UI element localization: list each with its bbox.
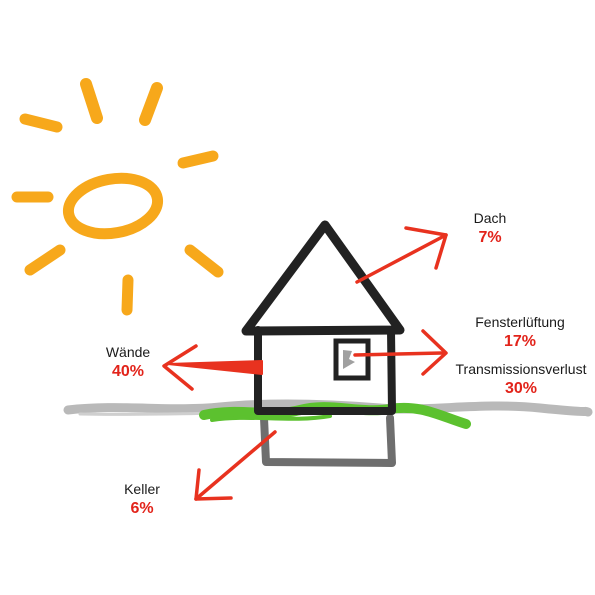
sun-ray (80, 78, 103, 124)
heat-loss-arrows (162, 226, 448, 501)
label-roof: Dach 7% (466, 210, 514, 247)
sun-core (62, 172, 164, 240)
label-roof-name: Dach (473, 210, 507, 226)
sun-icon (11, 78, 224, 316)
house-icon (241, 220, 405, 415)
sun-ray (177, 150, 219, 169)
label-transmission: Transmissionsverlust 30% (451, 361, 591, 398)
window-frame (333, 338, 371, 381)
label-transmission-name: Transmissionsverlust (455, 361, 587, 377)
house-roof (241, 220, 405, 336)
label-walls-name: Wände (105, 344, 151, 360)
house-walls (254, 326, 396, 415)
label-basement-name: Keller (124, 481, 160, 497)
sun-ray (19, 113, 63, 133)
basement-icon (260, 414, 396, 467)
label-window-name: Fensterlüftung (475, 314, 565, 330)
basement-walls (260, 414, 396, 467)
arrow-walls-head (162, 344, 198, 391)
sun-ray (139, 82, 163, 126)
sun-ray (184, 244, 224, 278)
window-pane (343, 350, 355, 369)
window-icon (333, 338, 371, 381)
label-window: Fensterlüftung 17% (470, 314, 570, 351)
label-window-percent: 17% (503, 333, 537, 351)
sun-ray (121, 274, 134, 316)
arrow-window-shaft (353, 351, 444, 357)
sun-ray (24, 244, 66, 276)
label-transmission-percent: 30% (504, 380, 538, 398)
label-roof-percent: 7% (478, 229, 502, 247)
label-walls-percent: 40% (111, 363, 145, 381)
label-walls: Wände 40% (98, 344, 158, 381)
arrow-basement-head (194, 468, 233, 501)
label-basement-percent: 6% (130, 500, 154, 518)
label-basement: Keller 6% (116, 481, 168, 518)
arrow-roof-shaft (355, 233, 448, 284)
arrow-roof-head (404, 226, 448, 270)
arrow-basement-shaft (194, 430, 277, 501)
grass-accent (210, 414, 332, 422)
arrow-walls-shaft (167, 360, 263, 375)
arrow-window-head (421, 329, 448, 376)
